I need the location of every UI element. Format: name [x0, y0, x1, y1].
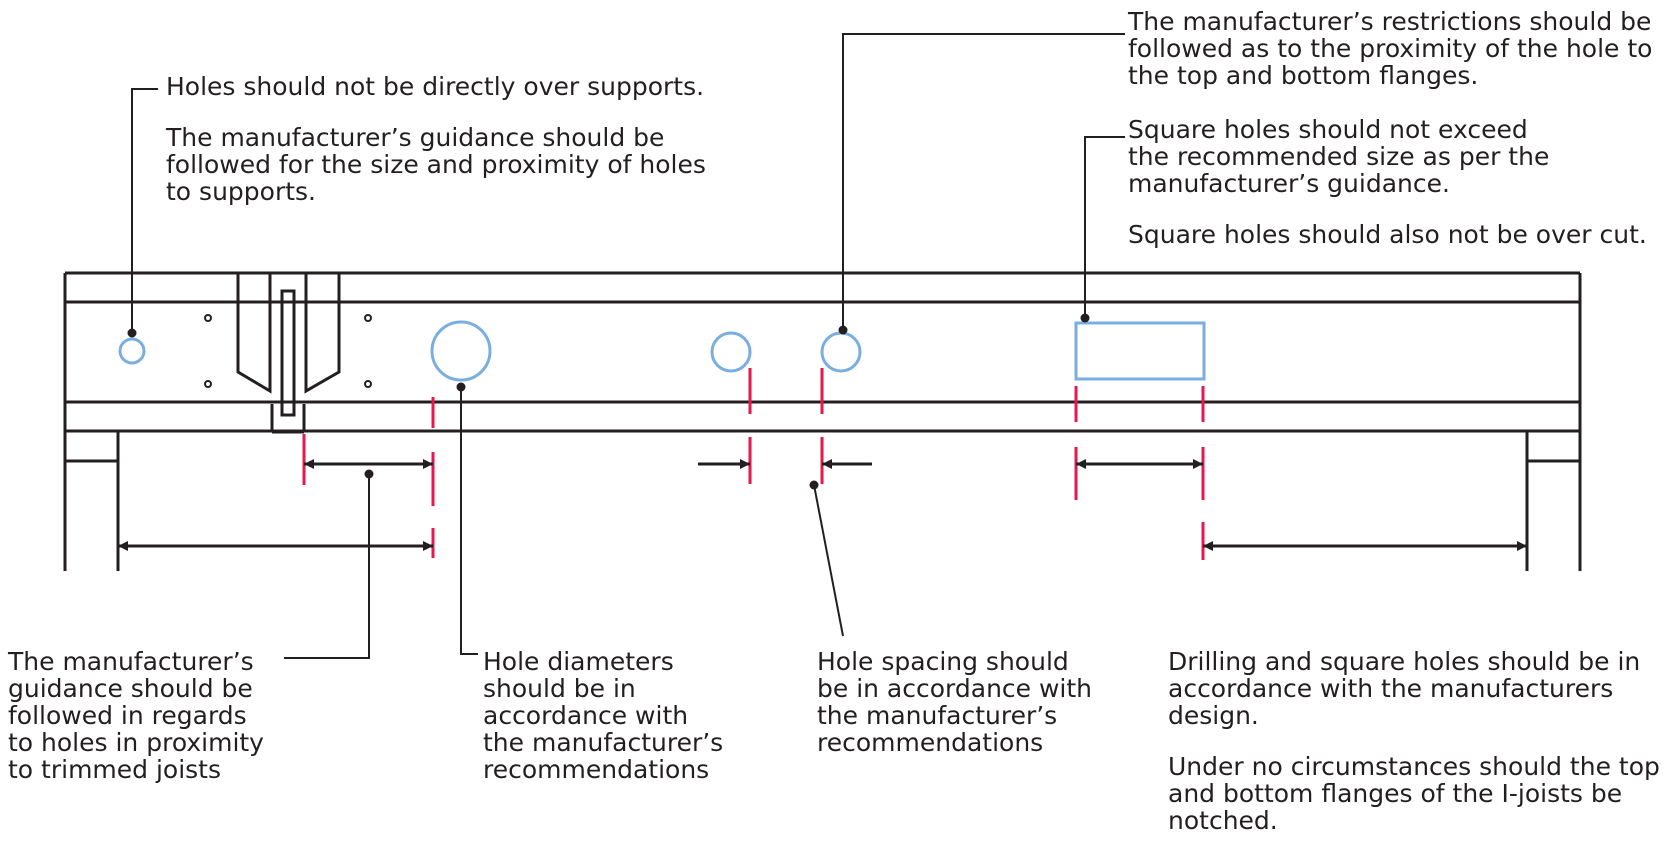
dimension-arrows — [118, 459, 1527, 551]
note-spacing: Hole spacing should be in accordance wit… — [817, 648, 1092, 756]
note-line: Square holes should also not be over cut… — [1128, 220, 1647, 249]
leader-lines — [131, 33, 1125, 659]
note-line: the manufacturer’s — [817, 701, 1058, 730]
note-line: followed as to the proximity of the hole… — [1128, 34, 1653, 63]
note-line: accordance with the manufacturers — [1168, 674, 1614, 703]
note-line: Square holes should not exceed — [1128, 115, 1528, 144]
hanger-nails — [204, 314, 372, 388]
note-line: followed for the size and proximity of h… — [166, 150, 706, 179]
leader-square-holes — [1084, 136, 1125, 318]
square-hole — [1074, 321, 1206, 381]
note-diameters: Hole diameters should be in accordance w… — [483, 648, 723, 783]
note-line: be in accordance with — [817, 674, 1093, 703]
note-line: recommendations — [817, 728, 1044, 757]
leader-dot — [838, 325, 848, 335]
note-line: the manufacturer’s — [483, 728, 724, 757]
hole-near-support — [118, 337, 146, 365]
note-line: Hole diameters — [483, 647, 674, 676]
note-line: design. — [1168, 701, 1259, 730]
leader-dot — [364, 469, 374, 479]
note-line: recommendations — [483, 755, 710, 784]
note-supports: Holes should not be directly over suppor… — [166, 73, 706, 205]
right-support — [1525, 431, 1580, 571]
note-line: notched. — [1168, 806, 1278, 835]
note-line: to supports. — [166, 177, 316, 206]
note-notching: Drilling and square holes should be in a… — [1168, 648, 1660, 834]
note-line: and bottom flanges of the I-joists be — [1168, 779, 1623, 808]
note-line: accordance with — [483, 701, 689, 730]
note-line: the recommended size as per the — [1128, 142, 1550, 171]
nail-icon — [204, 380, 212, 388]
left-support — [65, 431, 120, 571]
hole-large — [430, 320, 492, 382]
note-trimmed-joists: The manufacturer’s guidance should be fo… — [8, 648, 264, 783]
note-line: The manufacturer’s guidance should be — [166, 123, 665, 152]
hole-spaced-left — [710, 331, 752, 373]
note-flanges: The manufacturer’s restrictions should b… — [1128, 8, 1652, 89]
dimension-markers — [302, 368, 1205, 560]
leader-flanges — [842, 33, 1125, 330]
trimmed-joist-web — [280, 289, 296, 417]
leader-dot — [127, 328, 137, 338]
note-line: should be in — [483, 674, 636, 703]
leader-dots — [127, 313, 1090, 490]
leader-dot — [1080, 313, 1090, 323]
hole-spaced-right — [820, 331, 862, 373]
note-line: guidance should be — [8, 674, 253, 703]
leader-dot — [809, 480, 819, 490]
note-line: Drilling and square holes should be in — [1168, 647, 1641, 676]
leader-diameters — [460, 387, 478, 655]
note-line: followed in regards — [8, 701, 247, 730]
note-line: Hole spacing should — [817, 647, 1069, 676]
leader-trimmed-joists — [284, 472, 370, 659]
leader-spacing — [813, 484, 844, 637]
note-square-holes: Square holes should not exceed the recom… — [1128, 116, 1647, 248]
note-line: to holes in proximity — [8, 728, 264, 757]
note-line: manufacturer’s guidance. — [1128, 169, 1450, 198]
leader-supports — [131, 88, 158, 333]
nail-icon — [204, 314, 212, 322]
nail-icon — [364, 380, 372, 388]
note-line: Holes should not be directly over suppor… — [166, 72, 705, 101]
nail-icon — [364, 314, 372, 322]
joist-hanger — [236, 273, 341, 434]
note-line: to trimmed joists — [8, 755, 222, 784]
note-line: the top and bottom flanges. — [1128, 61, 1479, 90]
note-line: The manufacturer’s restrictions should b… — [1128, 7, 1652, 36]
note-line: The manufacturer’s — [8, 647, 254, 676]
note-line: Under no circumstances should the top — [1168, 752, 1660, 781]
leader-dot — [456, 382, 466, 392]
